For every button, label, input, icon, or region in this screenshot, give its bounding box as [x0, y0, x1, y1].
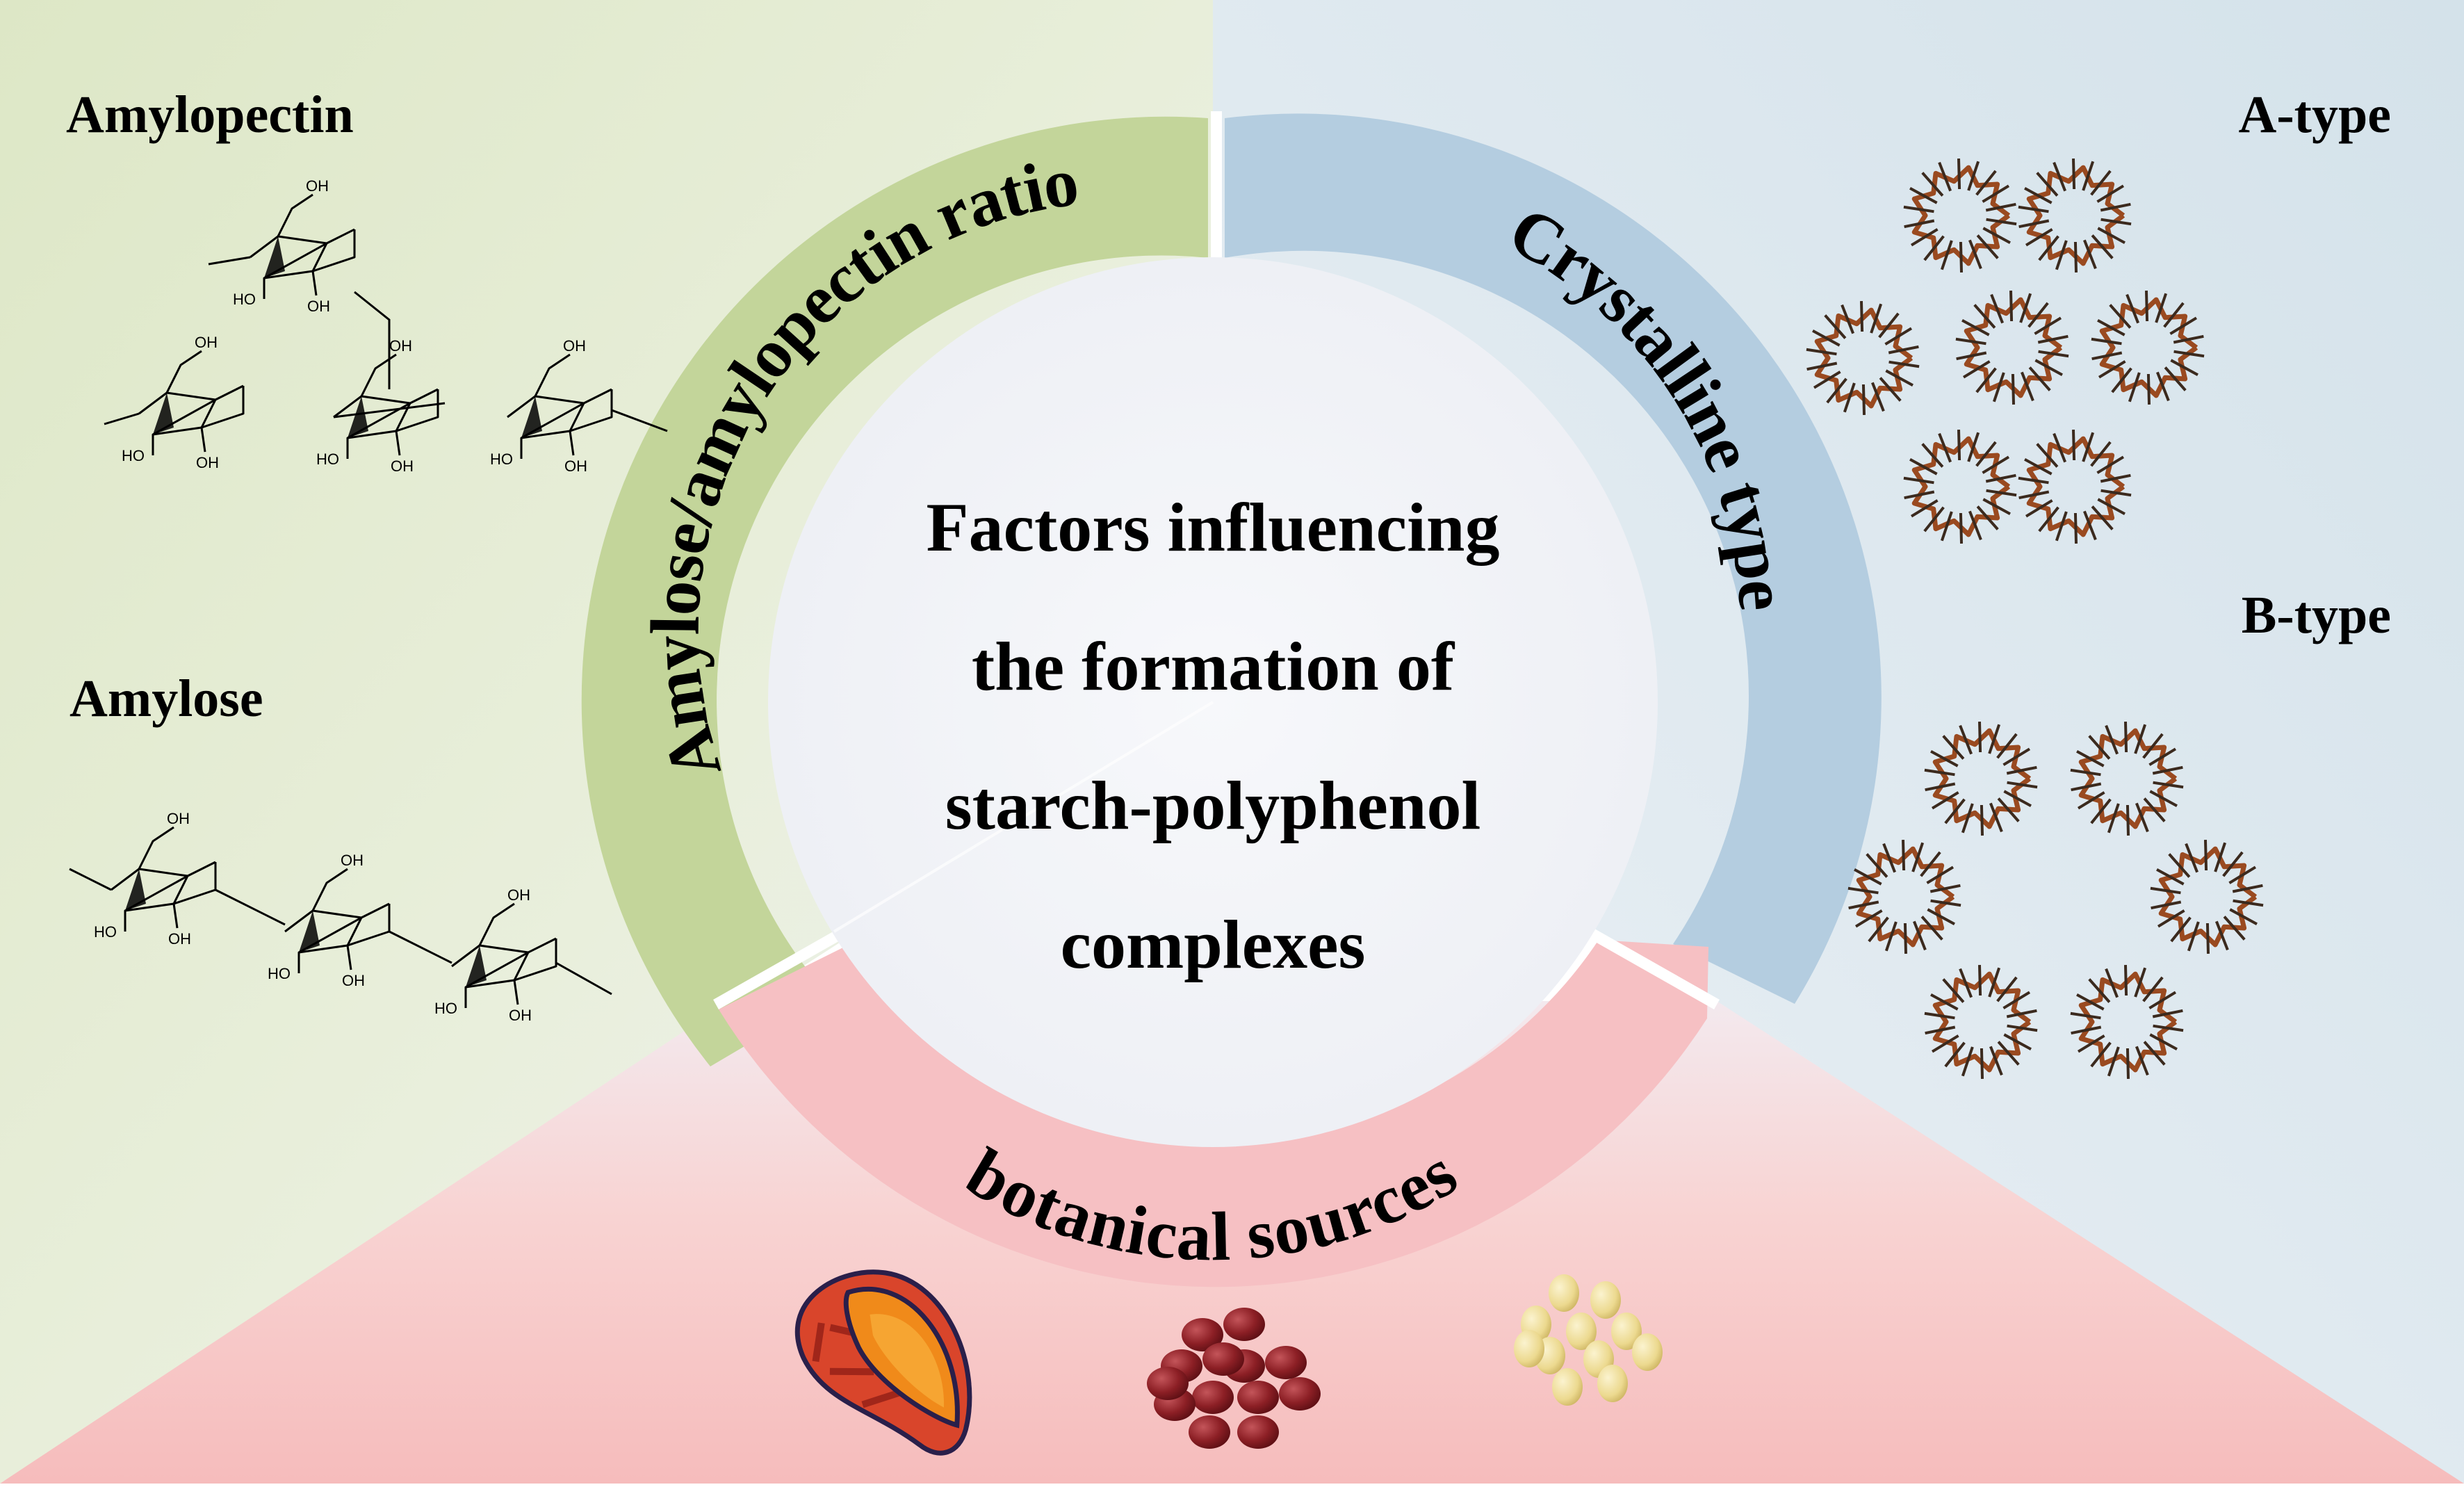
- label-b-type: B-type: [2242, 586, 2391, 644]
- amylose-structure: OH HO OH OH HO OH OH HO OH: [69, 810, 612, 1024]
- segment-amylose-ratio: [581, 116, 1208, 1066]
- double-helix-icon: [1903, 158, 2017, 273]
- red-bean: [1237, 1381, 1279, 1414]
- red-bean: [1189, 1415, 1230, 1449]
- red-bean: [1202, 1342, 1244, 1376]
- oh-label: OH: [564, 457, 587, 475]
- sugar-ring: OH HO OH: [490, 337, 613, 475]
- oh-label: OH: [167, 810, 190, 827]
- center-title-line-2: the formation of: [972, 628, 1455, 705]
- soybean: [1514, 1330, 1544, 1367]
- oh-label: OH: [168, 930, 191, 948]
- red-bean: [1279, 1377, 1321, 1411]
- oh-label: OH: [341, 852, 364, 869]
- double-helix-icon: [2070, 964, 2184, 1080]
- ho-label: HO: [490, 450, 513, 468]
- soybean: [1632, 1333, 1663, 1371]
- oh-label: OH: [391, 457, 414, 475]
- sugar-ring: OH HO OH: [233, 177, 356, 315]
- soybean: [1552, 1368, 1583, 1406]
- double-helix-icon: [1903, 429, 2017, 544]
- center-title-line-1: Factors influencing: [927, 489, 1500, 566]
- double-helix-icon: [2070, 721, 2184, 836]
- ho-label: HO: [268, 965, 291, 982]
- double-helix-icon: [1924, 721, 2038, 836]
- red-bean: [1182, 1318, 1223, 1351]
- sugar-ring: OH HO OH: [434, 886, 557, 1024]
- ho-label: HO: [434, 1000, 457, 1017]
- double-helix-icon: [2018, 158, 2132, 273]
- a-type-helix-group: [1806, 158, 2205, 544]
- soybean: [1597, 1365, 1628, 1402]
- sweet-potato-icon: [794, 1269, 972, 1456]
- double-helix-icon: [1955, 290, 2069, 405]
- soybean: [1590, 1281, 1621, 1319]
- segment-crystalline-type: [1225, 113, 1882, 1005]
- red-bean: [1223, 1308, 1265, 1341]
- ho-label: HO: [233, 291, 256, 308]
- label-amylose: Amylose: [70, 669, 263, 728]
- red-beans-icon: [1147, 1308, 1321, 1449]
- red-bean: [1147, 1367, 1189, 1400]
- oh-label: OH: [507, 886, 530, 904]
- segment-gap: [1585, 927, 1720, 1009]
- oh-label: OH: [389, 337, 412, 355]
- segment-botanical-sources: [719, 940, 1708, 1287]
- oh-label: OH: [563, 337, 586, 355]
- ho-label: HO: [94, 923, 117, 941]
- oh-label: OH: [306, 177, 329, 195]
- sugar-ring: OH HO OH: [94, 810, 217, 948]
- double-helix-icon: [2150, 839, 2264, 954]
- center-divider: [833, 701, 1214, 933]
- center-title-line-4: complexes: [1061, 906, 1366, 983]
- oh-label: OH: [307, 298, 330, 315]
- soybeans-icon: [1514, 1274, 1663, 1406]
- double-helix-icon: [2018, 429, 2132, 544]
- segment-gap: [713, 927, 847, 1009]
- label-amylopectin: Amylopectin: [66, 86, 354, 144]
- soybean: [1549, 1274, 1579, 1312]
- double-helix-icon: [1847, 839, 1961, 954]
- ho-label: HO: [316, 450, 339, 468]
- soybean: [1611, 1313, 1642, 1350]
- b-type-helix-group: [1847, 721, 2264, 1080]
- soybean: [1566, 1313, 1597, 1350]
- red-bean: [1237, 1415, 1279, 1449]
- red-bean: [1265, 1346, 1307, 1379]
- oh-label: OH: [195, 334, 218, 351]
- ho-label: HO: [122, 447, 145, 464]
- center-title-line-3: starch-polyphenol: [945, 767, 1481, 844]
- oh-label: OH: [342, 972, 365, 989]
- sugar-ring: OH HO OH: [268, 852, 391, 989]
- sugar-ring: OH HO OH: [316, 337, 439, 475]
- red-bean: [1192, 1381, 1234, 1414]
- label-a-type: A-type: [2238, 86, 2391, 144]
- oh-label: OH: [196, 454, 219, 471]
- oh-label: OH: [509, 1007, 532, 1024]
- double-helix-icon: [2091, 290, 2205, 405]
- double-helix-icon: [1924, 964, 2038, 1080]
- amylopectin-structure: OH HO OH OH HO OH OH HO OH OH HO OH: [104, 177, 668, 475]
- double-helix-icon: [1806, 300, 1920, 416]
- sugar-ring: OH HO OH: [122, 334, 245, 471]
